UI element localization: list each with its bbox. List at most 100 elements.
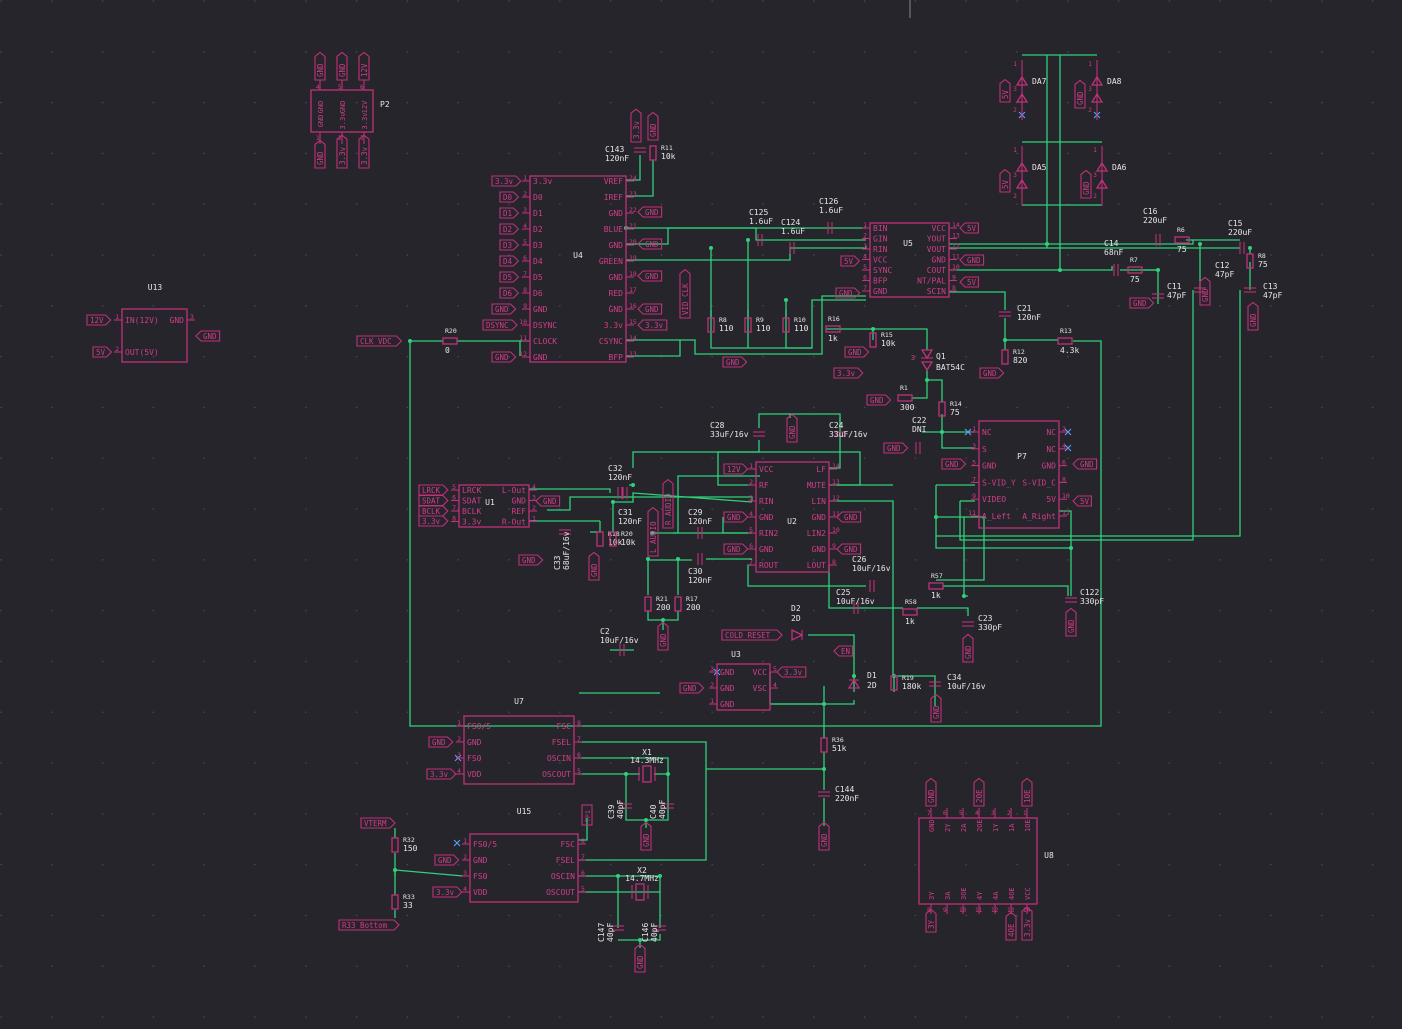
- wire: [927, 379, 943, 402]
- net-label-shape: [679, 682, 705, 694]
- wire: [710, 248, 812, 349]
- net-label-text: VID_CLK: [681, 283, 690, 315]
- net-label-text: GND: [967, 256, 981, 265]
- pin-number: 11: [519, 334, 527, 342]
- pin-number: 3: [523, 206, 527, 214]
- resistor-value: 33: [403, 901, 413, 910]
- net-label-shape: [491, 351, 517, 363]
- net-label-12v: 12V: [723, 463, 749, 475]
- chip-ref: U2: [787, 517, 797, 526]
- diode-array-ref: DA6: [1112, 163, 1127, 172]
- diode-array-ref: DA7: [1032, 77, 1047, 86]
- junction-dot: [1198, 242, 1202, 246]
- pin-name: VDD: [473, 888, 488, 897]
- net-label-gnd: GND: [195, 330, 221, 342]
- pin-number: 2: [1062, 425, 1066, 433]
- pin-number: 24: [629, 174, 637, 182]
- pin-number: 2: [1093, 193, 1097, 200]
- net-label-gnd: GND: [1072, 458, 1098, 470]
- wire: [930, 675, 936, 706]
- net-label-shape: [844, 346, 870, 358]
- resistor-value: 75: [1258, 260, 1268, 269]
- pin-number: 4: [863, 253, 867, 261]
- pin-name: GND: [317, 115, 325, 128]
- net-label-shape: [86, 314, 112, 326]
- net-label-shape: [314, 51, 326, 81]
- net-label-gnd: GND: [723, 511, 749, 523]
- net-label-d6: D6: [499, 287, 520, 299]
- capacitor-value: 40pF: [616, 800, 625, 819]
- pin-number: 11: [975, 907, 983, 914]
- net-label-gnd: GND: [866, 394, 892, 406]
- net-label-shape: [1021, 777, 1033, 807]
- net-label-gnd: GND: [962, 633, 974, 663]
- net-label-shape: [723, 463, 749, 475]
- resistor-body: [782, 317, 790, 333]
- net-label-gnd: GND: [314, 51, 326, 81]
- net-label-gnd: GND: [491, 303, 517, 315]
- net-label-sdat: SDAT: [418, 494, 449, 507]
- capacitor-ref: C147: [597, 923, 606, 942]
- resistor-ref: R32: [403, 836, 415, 844]
- net-label-text: 3.3v: [645, 321, 664, 330]
- net-label-text: GND: [1080, 460, 1094, 469]
- net-label-text: GND: [645, 305, 659, 314]
- capacitor-value: 33uF/16v: [710, 430, 749, 439]
- pin-name: VCC: [932, 224, 947, 233]
- capacitor-value: DNI: [912, 425, 927, 434]
- net-label-3y: 3Y: [925, 908, 937, 933]
- pin-name: CLOCK: [533, 337, 557, 346]
- chip-ref: P2: [380, 100, 390, 109]
- net-label-gnd: GND: [941, 458, 967, 470]
- pin-number: 11: [832, 510, 840, 518]
- capacitor-value: 40pF: [658, 800, 667, 819]
- net-label-text: GND: [683, 684, 697, 693]
- junction-dot: [1156, 268, 1160, 272]
- net-label-bclk: BCLK: [418, 505, 449, 517]
- net-label-text: 5V: [967, 224, 977, 233]
- pin-number: 8: [452, 515, 456, 523]
- pin-name: RIN: [873, 245, 888, 254]
- net-label-shape: [925, 908, 937, 933]
- net-label-3-3v: 3.3v: [1021, 906, 1033, 941]
- no-connect-marker: [453, 839, 461, 847]
- net-label-text: GND: [727, 545, 741, 554]
- pin-name: DSYNC: [533, 321, 557, 330]
- capacitor-value: 10uF/16v: [852, 564, 891, 573]
- net-label-shape: [499, 207, 520, 219]
- pin-number: 3: [749, 494, 753, 502]
- pin-number: 5: [959, 810, 963, 817]
- net-label-text: D0: [503, 193, 513, 202]
- chip-body: [529, 175, 627, 363]
- pin-name: 3Y: [928, 891, 936, 900]
- pin-name: RIN2: [759, 529, 778, 538]
- net-label-shape: [1129, 297, 1155, 309]
- pin-number: 4: [523, 222, 527, 230]
- net-label-shape: [637, 238, 663, 250]
- resistor-ref: R12: [1013, 348, 1025, 356]
- pin-number: 3: [360, 135, 364, 142]
- chip-ref: U5: [903, 239, 913, 248]
- net-label-dsync: DSYNC: [482, 319, 518, 331]
- net-label-shape: [833, 645, 853, 657]
- net-label-text: GND: [438, 856, 452, 865]
- junction-dot: [666, 772, 670, 776]
- net-label-text: 1OE: [1023, 789, 1032, 803]
- net-label-shape: [979, 367, 1005, 379]
- pin-number: 11: [968, 509, 976, 517]
- resistor-body: [707, 317, 715, 333]
- capacitor-ref: C13: [1263, 282, 1278, 291]
